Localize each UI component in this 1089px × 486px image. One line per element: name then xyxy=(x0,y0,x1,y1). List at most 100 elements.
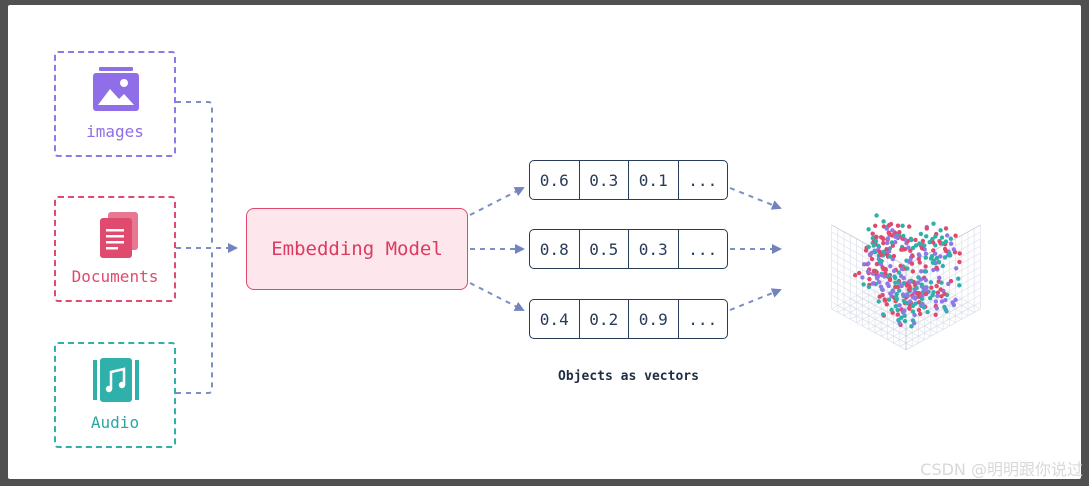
vector-2: 0.8 0.5 0.3 ... xyxy=(529,229,728,269)
vector-point xyxy=(942,255,948,260)
vector-point xyxy=(910,269,916,274)
vector-point xyxy=(945,233,950,238)
vector-point xyxy=(883,271,888,276)
vector-point xyxy=(923,286,928,291)
vector-point xyxy=(886,230,891,235)
vector-point xyxy=(897,230,902,235)
vector-point xyxy=(889,307,894,313)
vector-point xyxy=(866,244,871,250)
audio-icon xyxy=(93,358,139,402)
vector-point xyxy=(931,221,936,226)
vector-point xyxy=(888,221,894,227)
vector-point xyxy=(900,292,906,297)
vector-point xyxy=(927,240,932,245)
vector-point xyxy=(874,234,879,240)
vector-point xyxy=(909,261,915,266)
vector-point xyxy=(910,303,916,309)
vector-point xyxy=(879,272,885,278)
vector-point xyxy=(919,269,924,274)
vector-point xyxy=(884,226,889,231)
vector-point xyxy=(886,297,892,302)
vector-point xyxy=(885,281,890,286)
vector-point xyxy=(956,276,961,281)
vector-point xyxy=(881,312,886,317)
vector-point xyxy=(919,296,925,302)
vector-point xyxy=(881,240,886,246)
vector-point xyxy=(895,223,901,228)
vector-point xyxy=(902,318,908,324)
vector-point xyxy=(938,287,943,292)
vector-point xyxy=(916,275,921,280)
vector-point xyxy=(904,258,909,263)
vector-point xyxy=(940,263,945,269)
vector-point xyxy=(907,224,912,229)
vector-point xyxy=(946,281,951,287)
vector-point xyxy=(881,219,886,224)
vector-point xyxy=(938,228,943,233)
vector-point xyxy=(908,299,913,304)
vector-point xyxy=(873,223,878,228)
vector-point xyxy=(897,288,902,293)
vector-point xyxy=(899,283,904,289)
vector-point xyxy=(906,287,912,292)
vector-point xyxy=(924,226,929,231)
vector-point xyxy=(928,296,933,301)
vector-point xyxy=(916,252,921,257)
vector-point xyxy=(874,213,879,218)
diagram-canvas: images Documents Audio Embedding Model 0… xyxy=(8,5,1081,479)
vector-point xyxy=(884,247,889,252)
vector-point xyxy=(865,269,871,274)
vector-point xyxy=(932,251,938,256)
vector-point xyxy=(953,297,958,302)
vector-point xyxy=(937,239,942,244)
arrow-vec3-space xyxy=(729,288,782,311)
vector-point xyxy=(948,253,953,258)
vector-point xyxy=(879,235,884,240)
vector-point xyxy=(899,315,904,320)
vector-cell: ... xyxy=(688,170,718,190)
vector-point xyxy=(914,285,919,291)
vector-point xyxy=(943,297,948,303)
vector-point xyxy=(867,276,872,282)
vector-point xyxy=(933,312,938,317)
vector-point xyxy=(950,300,955,305)
image-icon xyxy=(93,67,139,111)
vector-point xyxy=(957,251,962,256)
vector-cell: 0.2 xyxy=(580,300,629,338)
vector-point xyxy=(866,227,871,232)
vector-point xyxy=(937,275,942,280)
vector-point xyxy=(866,261,871,266)
vector-cell: 0.9 xyxy=(629,300,679,338)
vector-point xyxy=(910,245,916,251)
vector-point xyxy=(939,299,945,304)
vector-point xyxy=(893,275,898,280)
vector-point xyxy=(925,309,930,315)
vector-point xyxy=(944,309,949,314)
vector-point xyxy=(906,245,911,250)
vector-point xyxy=(923,255,928,260)
vector-point xyxy=(874,261,880,267)
vector-point xyxy=(915,280,921,285)
vector-point xyxy=(902,308,907,313)
vector-point xyxy=(913,237,918,243)
arrow-model-vec1 xyxy=(469,187,525,216)
vector-point xyxy=(924,234,929,239)
vector-point xyxy=(942,291,947,296)
vector-point xyxy=(918,231,924,237)
vector-point xyxy=(897,303,902,308)
vector-point xyxy=(861,282,866,287)
vector-point xyxy=(857,270,862,276)
vector-point xyxy=(957,283,962,288)
vector-point xyxy=(923,264,928,269)
vector-point xyxy=(943,248,949,254)
vector-point xyxy=(936,259,941,265)
vector-point xyxy=(885,236,891,241)
vector-cell: 0.1 xyxy=(629,161,679,199)
vector-point xyxy=(949,241,954,246)
vector-point xyxy=(877,259,882,264)
vector-point xyxy=(870,235,875,241)
connectors xyxy=(176,101,981,394)
vector-point xyxy=(913,243,919,248)
vector-point xyxy=(891,268,897,273)
vector-point xyxy=(939,294,944,299)
